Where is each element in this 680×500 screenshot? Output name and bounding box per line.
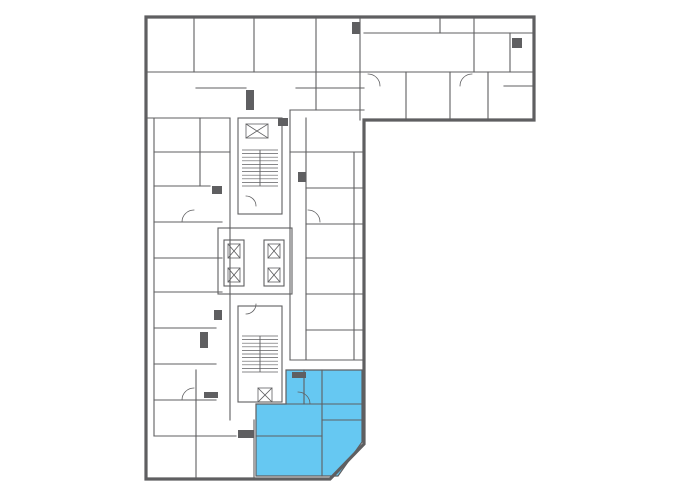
column xyxy=(212,186,222,194)
selected-apartment-area[interactable] xyxy=(255,369,363,477)
door-swing-icon xyxy=(245,195,257,207)
columns xyxy=(200,22,522,438)
column xyxy=(214,310,222,320)
column xyxy=(204,392,218,398)
doors xyxy=(181,73,473,405)
elevators xyxy=(227,123,281,403)
elevator-icon xyxy=(245,123,269,139)
core-walls xyxy=(217,109,293,421)
elevator-icon xyxy=(267,267,281,283)
elevator-icon xyxy=(227,267,241,283)
column xyxy=(512,38,522,48)
door-swing-icon xyxy=(307,209,321,223)
elevator-icon xyxy=(227,243,241,259)
exterior-wall xyxy=(144,15,536,481)
door-swing-icon xyxy=(181,387,195,401)
column xyxy=(238,430,254,438)
stair-icon xyxy=(242,335,278,373)
column xyxy=(298,172,306,182)
door-swing-icon xyxy=(181,209,195,223)
elevator-icon xyxy=(257,387,273,403)
right-units-walls xyxy=(255,117,365,477)
building-walls xyxy=(144,15,536,481)
elevator-icon xyxy=(267,243,281,259)
door-swing-icon xyxy=(459,73,473,87)
upper-band-walls xyxy=(145,16,535,121)
column xyxy=(292,372,306,378)
left-units-walls xyxy=(145,117,255,480)
column xyxy=(200,332,208,348)
selected-apartment[interactable] xyxy=(255,369,363,477)
column xyxy=(246,90,254,110)
door-swing-icon xyxy=(245,303,257,315)
column xyxy=(352,22,360,34)
door-swing-icon xyxy=(367,73,381,87)
stair-icon xyxy=(242,149,278,187)
door-swing-icon xyxy=(297,391,311,405)
column xyxy=(278,118,288,126)
stairs xyxy=(242,149,278,373)
